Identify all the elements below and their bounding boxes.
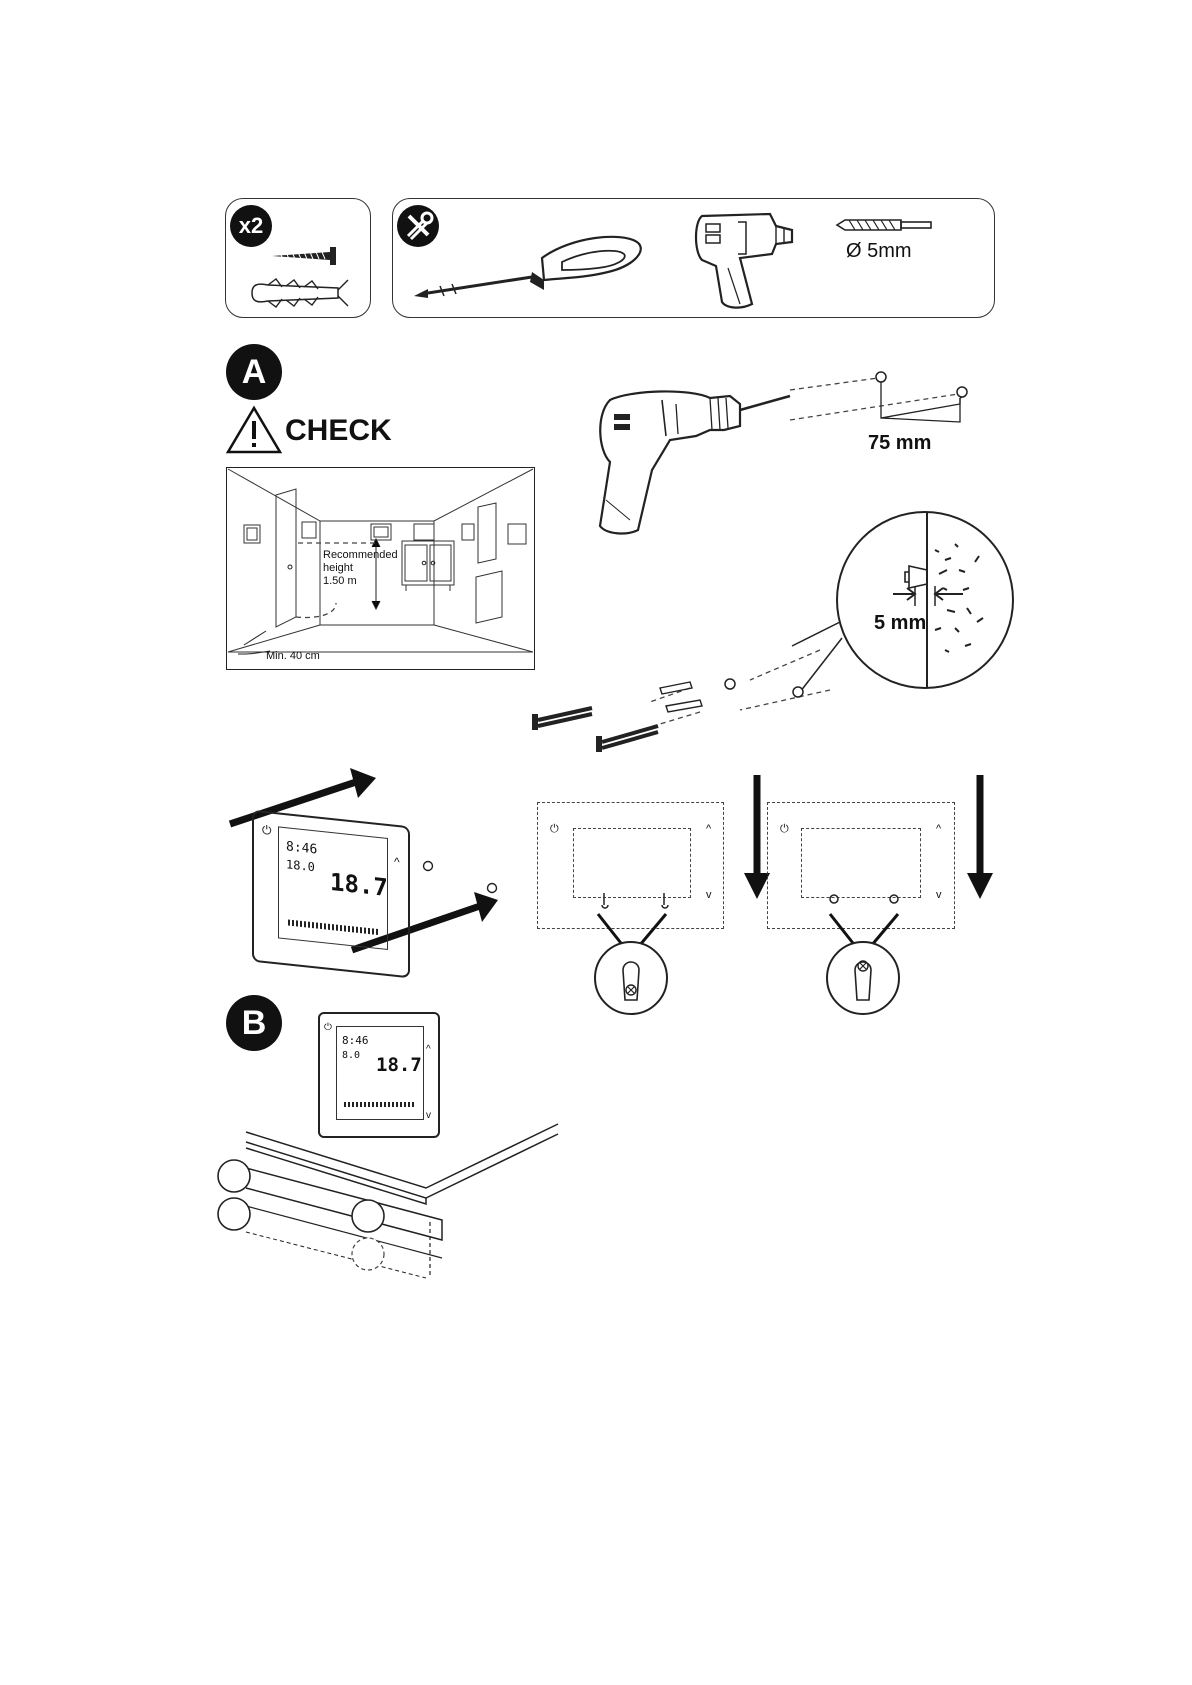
keyhole-callout-left <box>590 910 690 1020</box>
recommended-height-label: Recommended height 1.50 m <box>323 549 398 588</box>
screws-and-plugs <box>530 630 860 745</box>
dresser-drawing <box>210 1120 560 1290</box>
power-icon: ⏻ <box>780 823 789 836</box>
thermostat-temperature: 18.7 <box>330 868 388 902</box>
thermostat-setpoint: 8.0 <box>342 1050 360 1061</box>
thermostat-time: 8:46 <box>342 1034 369 1047</box>
chevron-up-icon: ^ <box>394 855 400 870</box>
drill-bit-icon <box>835 218 935 232</box>
step-a-badge: A <box>226 344 282 400</box>
power-icon: ⏻ <box>550 823 559 836</box>
wall-holes <box>420 860 500 900</box>
plug-detail-circle <box>835 510 1015 690</box>
thermostat-setpoint: 18.0 <box>286 857 315 874</box>
screw-icon <box>270 244 350 268</box>
thermostat-temperature: 18.7 <box>376 1054 422 1076</box>
chevron-down-icon: v <box>936 889 942 901</box>
screwdriver-icon <box>412 228 652 308</box>
chevron-down-icon: v <box>706 889 712 901</box>
chevron-up-icon: ^ <box>706 823 711 835</box>
down-arrow-right <box>965 775 995 905</box>
power-icon: ⏻ <box>262 823 272 839</box>
drill-bit-size: Ø 5mm <box>846 240 912 263</box>
wall-plug-icon <box>248 278 353 308</box>
thermostat-device: 8:46 18.0 18.7 ⏻ ^ <box>252 810 410 979</box>
drill-side-view <box>590 370 790 540</box>
thermostat-time: 8:46 <box>286 839 317 857</box>
min-distance-label: Min. 40 cm <box>266 650 320 662</box>
hole-spacing-label: 75 mm <box>868 432 931 455</box>
chevron-up-icon: ^ <box>426 1044 431 1055</box>
drill-icon <box>680 208 820 313</box>
check-label: CHECK <box>285 414 392 448</box>
plug-depth-label: 5 mm <box>874 612 926 635</box>
chevron-up-icon: ^ <box>936 823 941 835</box>
quantity-badge: x2 <box>230 205 272 247</box>
warning-icon <box>226 405 282 455</box>
step-b-badge: B <box>226 995 282 1051</box>
thermostat-bargraph <box>344 1102 414 1107</box>
keyhole-callout-right <box>822 910 922 1020</box>
power-icon: ⏻ <box>324 1022 332 1033</box>
